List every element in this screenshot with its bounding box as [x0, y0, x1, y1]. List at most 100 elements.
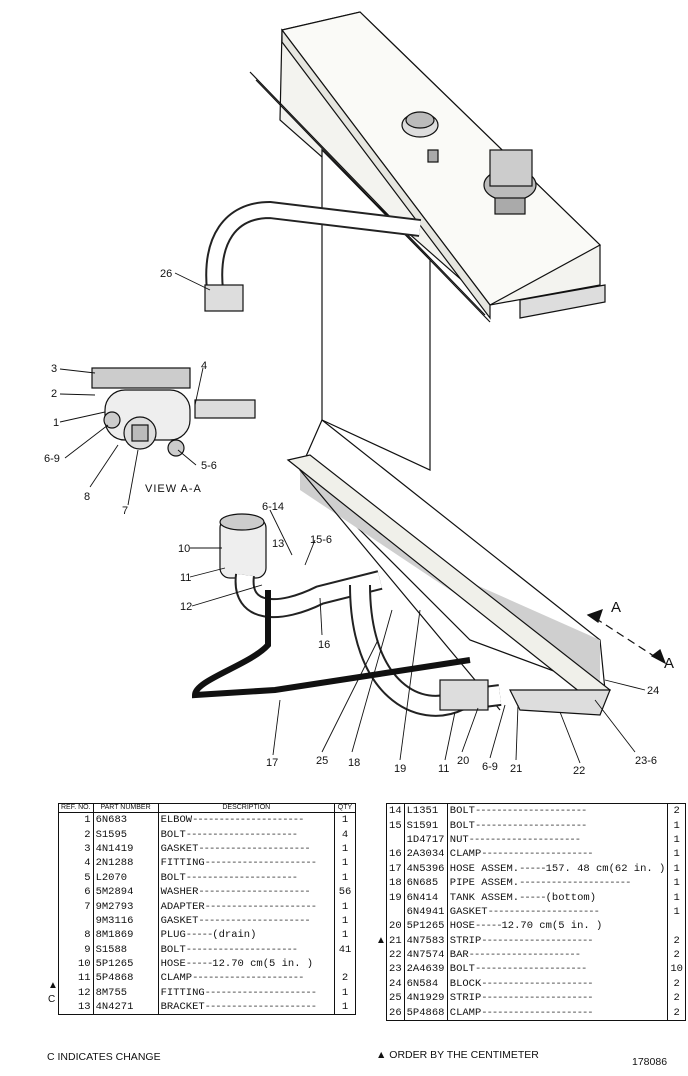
- change-note: C INDICATES CHANGE: [47, 1051, 161, 1063]
- description-cell: GASKET---------------------: [158, 913, 336, 929]
- ref-cell: 19: [386, 890, 405, 905]
- qty-cell: 2: [341, 972, 349, 985]
- qty-cell: 41: [338, 943, 352, 956]
- callout-26: 26: [160, 268, 172, 280]
- leader-dashes: ---------------------: [481, 848, 593, 861]
- part-number-cell: L1351: [404, 803, 448, 819]
- description-text: TANK ASSEM.: [449, 891, 520, 904]
- qty-cell: 2: [673, 977, 680, 990]
- description-cell: STRIP---------------------: [447, 991, 669, 1006]
- leader-dashes: ---------------------: [204, 1001, 317, 1014]
- part-number-cell: 2A4639: [404, 962, 448, 977]
- callout-8: 8: [84, 491, 90, 503]
- description-text: BLOCK: [449, 977, 482, 990]
- qty-cell: 56: [338, 886, 352, 899]
- ref-cell: 11: [58, 971, 94, 986]
- callout-3: 3: [51, 363, 57, 375]
- leader-dashes: ---------------------: [198, 842, 310, 855]
- pressure-valve: [483, 149, 537, 215]
- qty-cell: 1: [341, 986, 349, 999]
- part-number-cell: 5P4868: [404, 1005, 448, 1021]
- part-number-cell: S1591: [404, 818, 448, 833]
- section-line: [594, 617, 661, 661]
- description-text: ELBOW: [160, 814, 193, 827]
- description-cell: GASKET---------------------: [158, 841, 336, 857]
- callout-2: 2: [51, 388, 57, 400]
- leader-dashes: ---------------------: [192, 814, 304, 827]
- leader-dashes: ---------------------: [474, 963, 587, 976]
- qty-cell: 1: [341, 929, 349, 942]
- upper-hose-clamp: [204, 284, 244, 312]
- bottom-tank: [286, 454, 612, 716]
- callout-5-6: 5-6: [201, 460, 217, 472]
- ref-cell: [386, 904, 405, 920]
- leader-dashes: ---------------------: [481, 1006, 593, 1019]
- ref-cell: 20: [386, 919, 405, 934]
- description-text: BRACKET: [160, 1001, 205, 1014]
- leader-dashes: -----: [519, 891, 546, 904]
- leader-dashes: -----: [519, 862, 546, 875]
- ref-cell: 12: [58, 985, 94, 1001]
- description-cell: WASHER---------------------: [158, 884, 336, 900]
- drain-valve-view: [91, 367, 256, 457]
- section-mark-lower: A: [664, 655, 674, 672]
- callout-24: 24: [647, 685, 659, 697]
- qty-cell: 1: [673, 877, 680, 890]
- part-number-cell: 4N4271: [93, 1000, 159, 1015]
- view-label: VIEW A-A: [145, 483, 202, 495]
- ref-cell: 9: [58, 942, 94, 957]
- description-cell: BAR---------------------: [447, 947, 669, 963]
- description-cell: GASKET---------------------: [447, 904, 669, 920]
- section-mark-upper: A: [611, 599, 621, 616]
- description-text: CLAMP: [160, 972, 193, 985]
- header-desc: DESCRIPTION: [158, 803, 336, 813]
- change-marker: C: [48, 994, 56, 1006]
- leader-dashes: ---------------------: [185, 871, 298, 884]
- description-text: PLUG: [160, 929, 186, 942]
- description-cell: PIPE ASSEM.---------------------: [447, 875, 669, 891]
- leader-dashes: ---------------------: [474, 805, 587, 818]
- callout-1: 1: [53, 417, 59, 429]
- callout-22: 22: [573, 765, 585, 777]
- description-note: 12.70 cm(5 in. ): [212, 958, 314, 971]
- leader-dashes: ---------------------: [185, 943, 298, 956]
- callout-16: 16: [318, 639, 330, 651]
- description-cell: BRACKET---------------------: [158, 1000, 336, 1015]
- leader-dashes: ---------------------: [487, 905, 600, 918]
- part-number-cell: 4N7583: [404, 933, 448, 948]
- ref-cell: 3: [58, 841, 94, 857]
- leader-dashes: ---------------------: [519, 877, 631, 890]
- ref-cell: 8: [58, 928, 94, 943]
- description-text: BOLT: [160, 871, 186, 884]
- ref-cell: 21: [386, 933, 405, 948]
- qty-cell: 1: [341, 857, 349, 870]
- qty-cell: 1: [673, 848, 680, 861]
- description-text: ADAPTER: [160, 900, 205, 913]
- ref-cell: [58, 913, 94, 929]
- qty-cell: 1: [673, 891, 680, 904]
- part-number-cell: 5P1265: [93, 956, 159, 972]
- callout-20: 20: [457, 755, 469, 767]
- ref-cell: 7: [58, 899, 94, 914]
- ref-cell: 1: [58, 812, 94, 828]
- description-cell: NUT---------------------: [447, 832, 669, 848]
- part-number-cell: 6N4941: [404, 904, 448, 920]
- callout-6-9-view: 6-9: [44, 453, 60, 465]
- description-cell: PLUG-----(drain): [158, 928, 336, 943]
- ref-cell: 16: [386, 847, 405, 862]
- description-text: STRIP: [449, 934, 482, 947]
- description-text: CLAMP: [449, 848, 482, 861]
- part-number-cell: 4N7574: [404, 947, 448, 963]
